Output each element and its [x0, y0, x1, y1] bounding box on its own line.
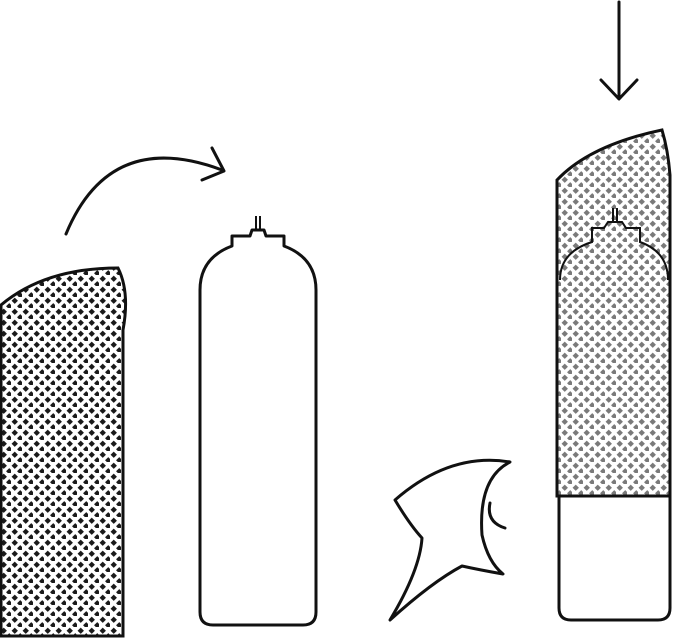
curved-arrow-icon [64, 146, 226, 236]
wrapper-scrap-icon [388, 458, 512, 622]
down-arrow-icon [599, 0, 639, 101]
sleeve-icon [0, 266, 128, 638]
sleeved-can-icon [555, 128, 672, 622]
aerosol-can-icon [198, 216, 318, 627]
